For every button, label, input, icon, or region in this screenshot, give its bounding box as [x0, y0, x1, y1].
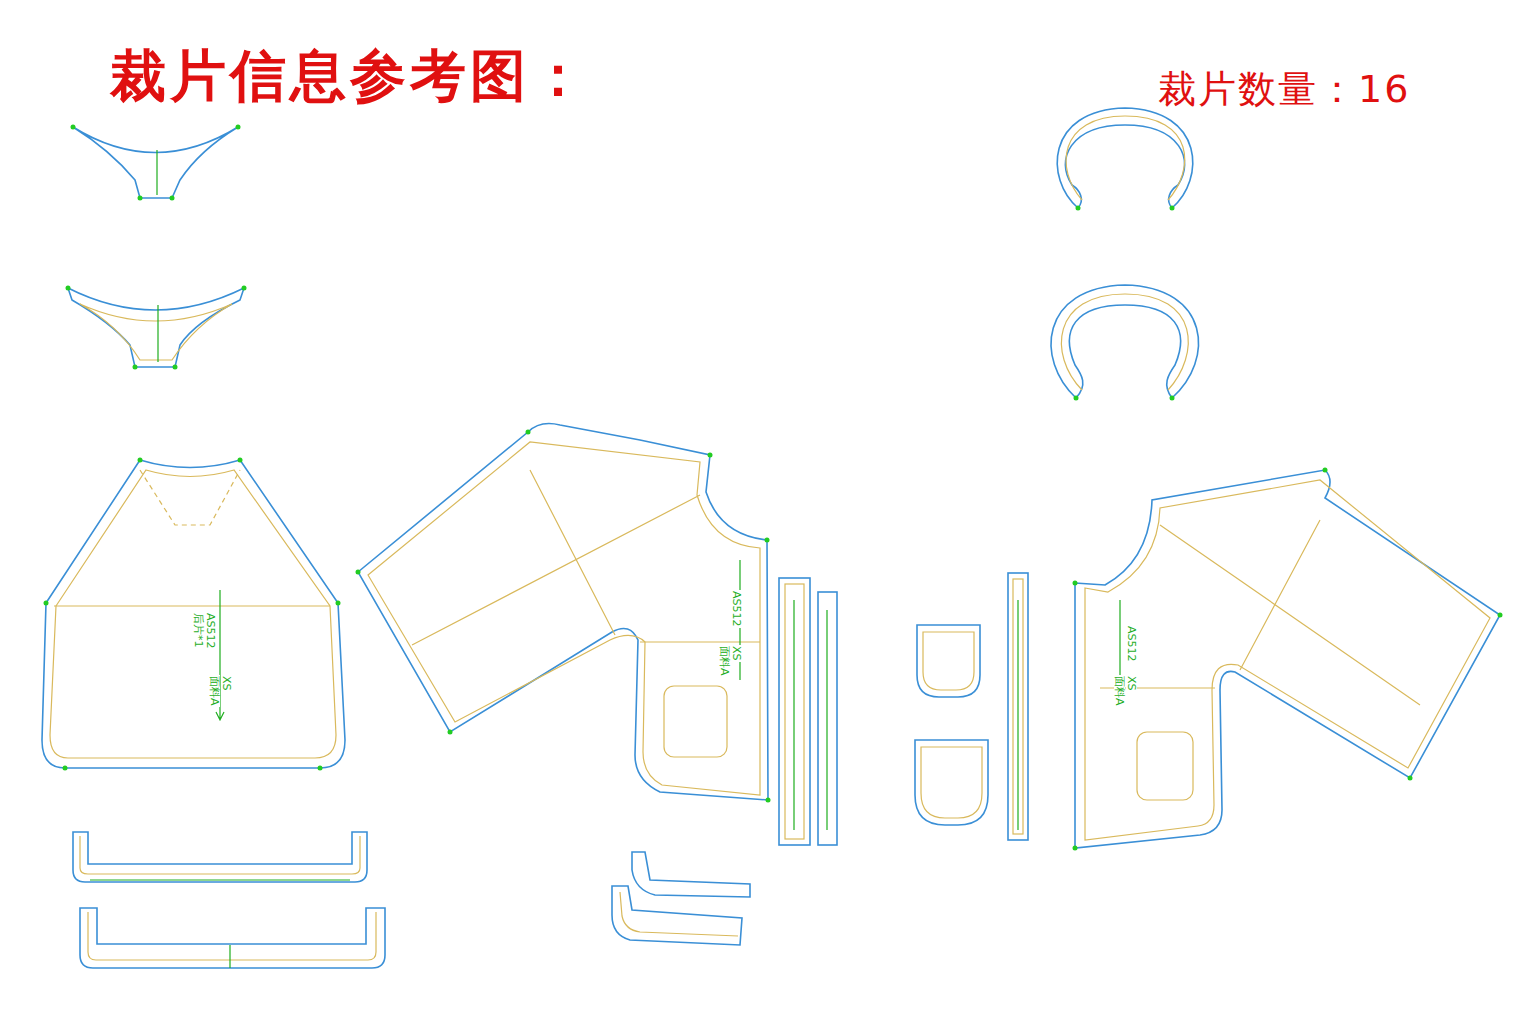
cut-lines — [42, 108, 1500, 968]
style-code: AS512 — [731, 590, 742, 628]
fabric-label: 面料A — [719, 645, 730, 677]
fabric-label: 面料A — [209, 675, 220, 707]
size-label: XS — [1126, 675, 1137, 692]
notch-points — [44, 125, 1503, 851]
piece-name: 后片*1 — [193, 612, 204, 649]
grain-lines — [90, 150, 1120, 968]
fabric-label: 面料A — [1114, 675, 1125, 707]
size-label: XS — [221, 675, 232, 692]
seam-lines — [50, 116, 1490, 960]
piece-count: 裁片数量：16 — [1158, 70, 1410, 108]
page-title: 裁片信息参考图： — [110, 48, 590, 104]
style-code: AS512 — [205, 612, 216, 650]
style-code: AS512 — [1126, 625, 1137, 663]
size-label: XS — [731, 645, 742, 662]
